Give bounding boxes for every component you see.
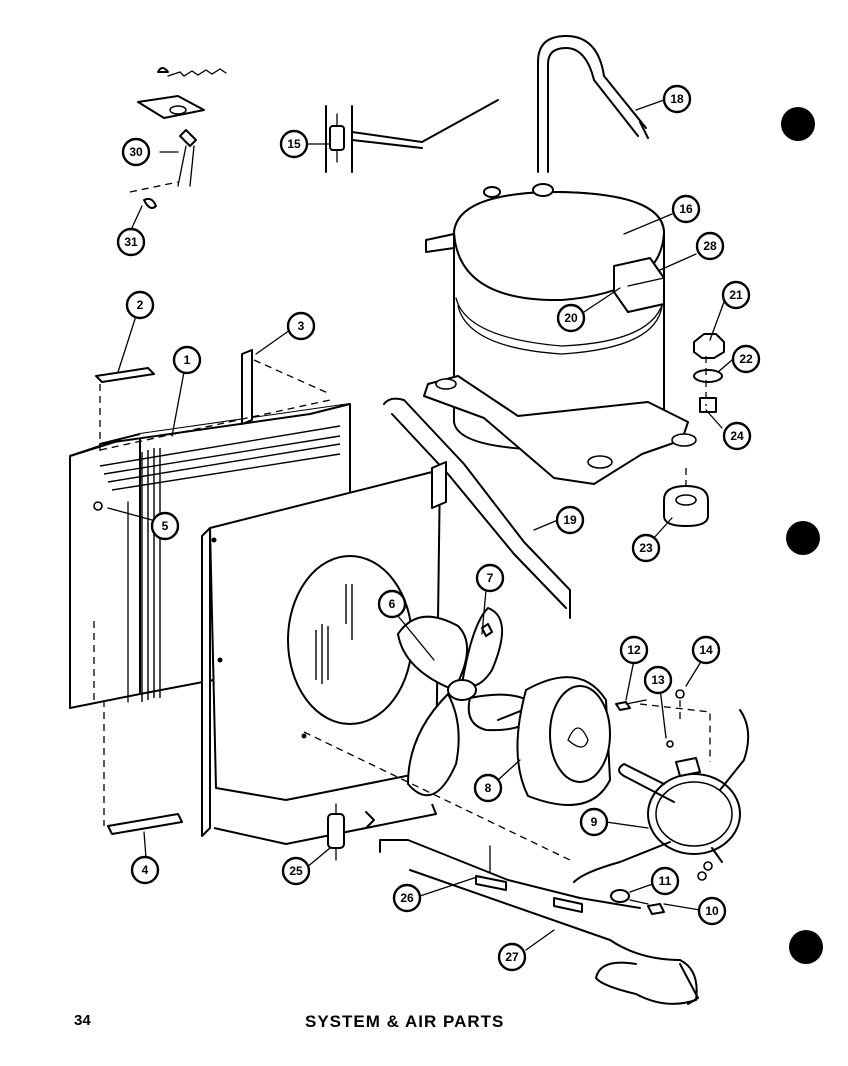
svg-text:2: 2	[137, 298, 144, 312]
mounting-hardware	[663, 333, 725, 527]
svg-text:10: 10	[705, 904, 719, 918]
capillary-tube-parts	[379, 839, 699, 1005]
svg-text:21: 21	[729, 288, 743, 302]
callout-7: 7	[475, 563, 505, 593]
callout-21: 21	[721, 280, 751, 310]
suction-tube-part-19	[383, 397, 571, 619]
callout-16: 16	[671, 194, 701, 224]
callout-12: 12	[619, 635, 649, 665]
bracket-part-3	[241, 349, 331, 425]
svg-text:7: 7	[487, 571, 494, 585]
svg-text:6: 6	[389, 597, 396, 611]
binder-hole-mark-bottom	[789, 930, 823, 964]
callout-15: 15	[279, 129, 309, 159]
svg-text:18: 18	[670, 92, 684, 106]
svg-text:28: 28	[703, 239, 717, 253]
callout-4: 4	[130, 855, 160, 885]
svg-text:8: 8	[485, 781, 492, 795]
callout-2: 2	[125, 290, 155, 320]
callout-19: 19	[555, 505, 585, 535]
binder-hole-mark-top	[781, 107, 815, 141]
svg-text:1: 1	[184, 353, 191, 367]
compressor-part-16	[423, 183, 697, 485]
discharge-tube-part-18	[537, 35, 649, 173]
svg-text:30: 30	[129, 145, 143, 159]
svg-text:11: 11	[659, 874, 672, 888]
svg-text:5: 5	[162, 519, 169, 533]
svg-text:27: 27	[505, 950, 519, 964]
svg-text:22: 22	[739, 352, 753, 366]
callout-24: 24	[722, 421, 752, 451]
svg-text:25: 25	[289, 864, 303, 878]
page-number: 34	[74, 1012, 91, 1029]
fan-blade-part-6	[397, 607, 539, 797]
bracket-part-2	[95, 367, 155, 454]
callout-26: 26	[392, 883, 422, 913]
svg-text:23: 23	[639, 541, 653, 555]
drier-part-25	[327, 803, 375, 861]
motor-bracket-part-9	[573, 709, 750, 883]
svg-text:13: 13	[651, 673, 665, 687]
callout-5: 5	[150, 511, 180, 541]
mounting-clip-assembly	[129, 67, 227, 209]
fan-motor-part-8	[497, 676, 611, 806]
svg-text:9: 9	[591, 815, 598, 829]
callout-3: 3	[286, 311, 316, 341]
svg-text:4: 4	[142, 863, 149, 877]
leader-lines	[107, 99, 733, 951]
callout-20: 20	[556, 303, 586, 333]
callout-31: 31	[116, 227, 146, 257]
svg-text:3: 3	[298, 319, 305, 333]
svg-text:26: 26	[400, 891, 414, 905]
svg-text:31: 31	[124, 235, 138, 249]
callout-18: 18	[662, 84, 692, 114]
callout-9: 9	[579, 807, 609, 837]
page-title: SYSTEM & AIR PARTS	[305, 1012, 505, 1031]
svg-text:19: 19	[563, 513, 577, 527]
svg-text:14: 14	[699, 643, 713, 657]
callout-25: 25	[281, 856, 311, 886]
bracket-part-4	[103, 700, 183, 835]
callout-28: 28	[695, 231, 725, 261]
callout-30: 30	[121, 137, 151, 167]
callout-13: 13	[643, 665, 673, 695]
callout-14: 14	[691, 635, 721, 665]
svg-text:15: 15	[287, 137, 301, 151]
callout-22: 22	[731, 344, 761, 374]
callout-11: 11	[650, 866, 680, 896]
callout-1: 1	[172, 345, 202, 375]
callout-23: 23	[631, 533, 661, 563]
svg-text:16: 16	[679, 202, 693, 216]
callout-27: 27	[497, 942, 527, 972]
motor-mount-hardware	[610, 689, 711, 915]
svg-text:12: 12	[627, 643, 641, 657]
svg-text:24: 24	[730, 429, 744, 443]
callout-8: 8	[473, 773, 503, 803]
callout-10: 10	[697, 896, 727, 926]
drier-part-15	[325, 99, 499, 173]
assembly-guide-lines	[93, 399, 575, 863]
svg-text:20: 20	[564, 311, 578, 325]
callout-6: 6	[377, 589, 407, 619]
binder-hole-mark-middle	[786, 521, 820, 555]
